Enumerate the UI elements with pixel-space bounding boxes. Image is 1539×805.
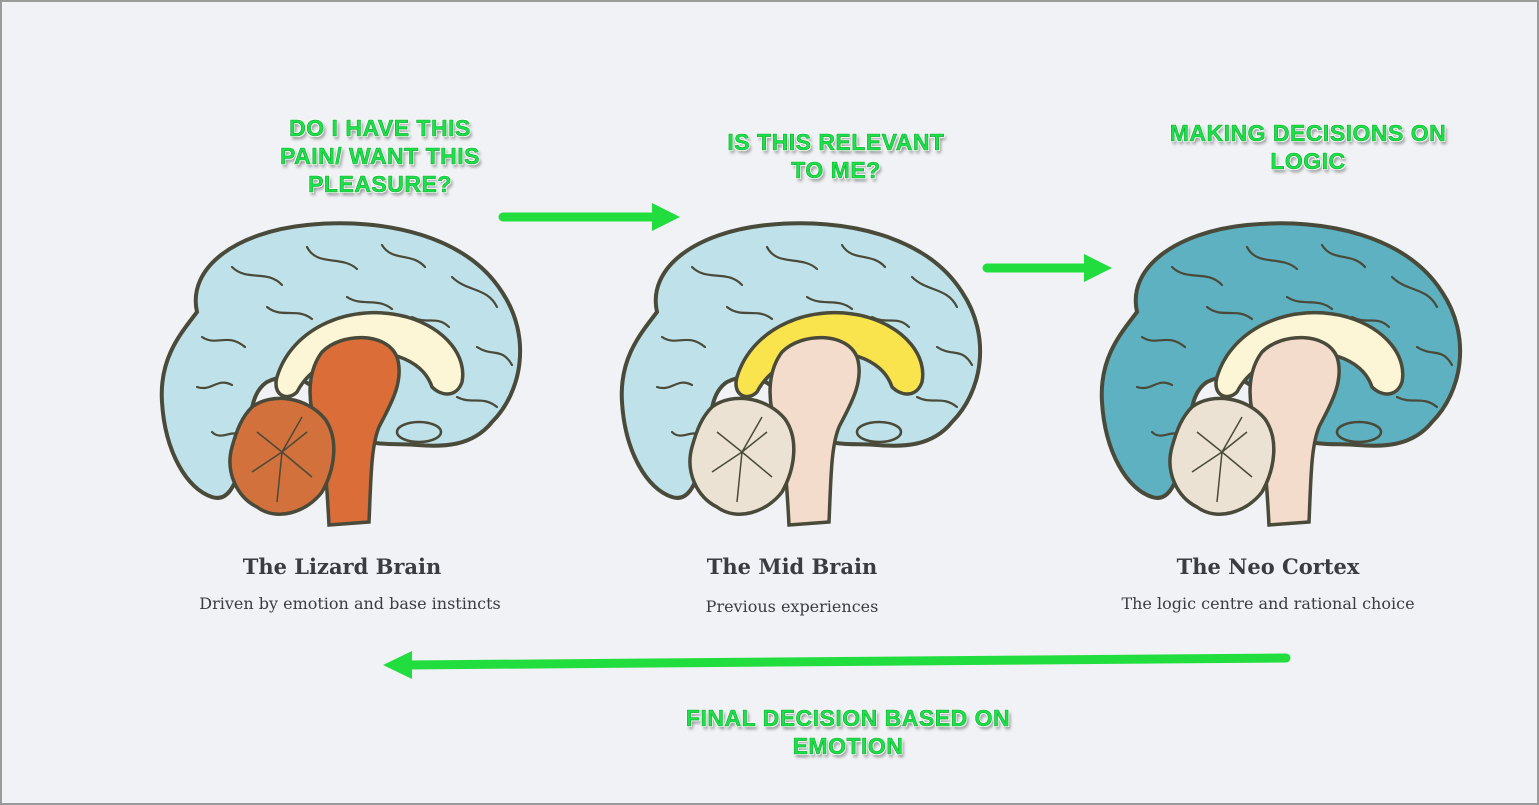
- arrow-lizard-to-mid: [498, 203, 680, 231]
- callout-neo: MAKING DECISIONS ON LOGIC: [1169, 120, 1447, 175]
- brain-neo: [1099, 221, 1463, 527]
- callout-mid: IS THIS RELEVANT TO ME?: [727, 129, 945, 184]
- corpus-callosum: [274, 310, 465, 399]
- brain-title-mid: The Mid Brain: [706, 554, 878, 579]
- corpus-callosum: [734, 310, 925, 399]
- brain-desc-neo: The logic centre and rational choice: [1121, 594, 1415, 613]
- brain-desc-lizard: Driven by emotion and base instincts: [199, 594, 501, 613]
- pons-shape: [395, 420, 443, 444]
- brain-desc-mid: Previous experiences: [705, 597, 879, 616]
- callout-final: FINAL DECISION BASED ON EMOTION: [685, 705, 1011, 760]
- brain-lizard: [159, 221, 523, 527]
- brain-title-lizard: The Lizard Brain: [242, 554, 442, 579]
- callout-lizard: DO I HAVE THIS PAIN/ WANT THIS PLEASURE?: [279, 115, 480, 198]
- arrow-neo-to-lizard: [383, 651, 1291, 679]
- pons-shape: [855, 420, 903, 444]
- brain-title-neo: The Neo Cortex: [1176, 554, 1360, 579]
- pons-shape: [1335, 420, 1383, 444]
- corpus-callosum: [1214, 310, 1405, 399]
- arrow-mid-to-neo: [982, 254, 1112, 282]
- brain-mid: [619, 221, 983, 527]
